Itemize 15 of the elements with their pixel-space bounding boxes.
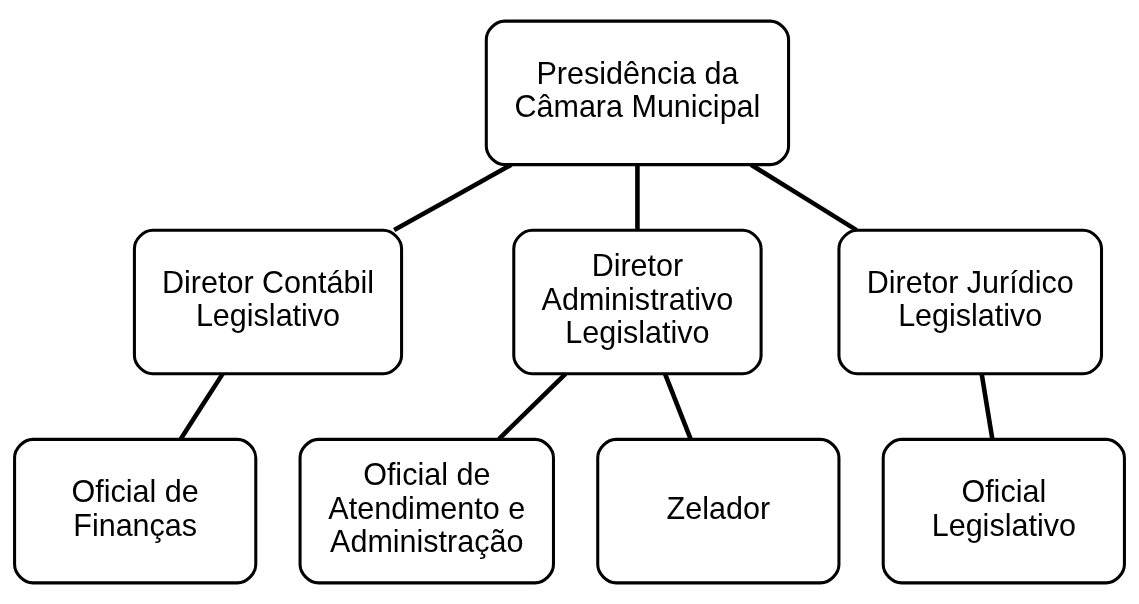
node-box: Diretor Administrativo Legislativo [512,228,763,376]
node-box: Oficial Legislativo [881,437,1126,585]
connector [662,373,693,440]
connector [979,373,995,440]
node-box: Presidência da Câmara Municipal [484,19,791,167]
connector [749,162,858,233]
connector [393,162,513,233]
connector [178,372,225,441]
node-box: Oficial de Finanças [13,437,258,585]
node-box: Zelador [596,437,841,585]
node-box: Diretor Contábil Legislativo [132,228,404,376]
connector [497,372,568,441]
node-box: Diretor Jurídico Legislativo [837,228,1104,376]
node-box: Oficial de Atendimento e Administração [298,437,555,585]
connector [635,164,640,230]
